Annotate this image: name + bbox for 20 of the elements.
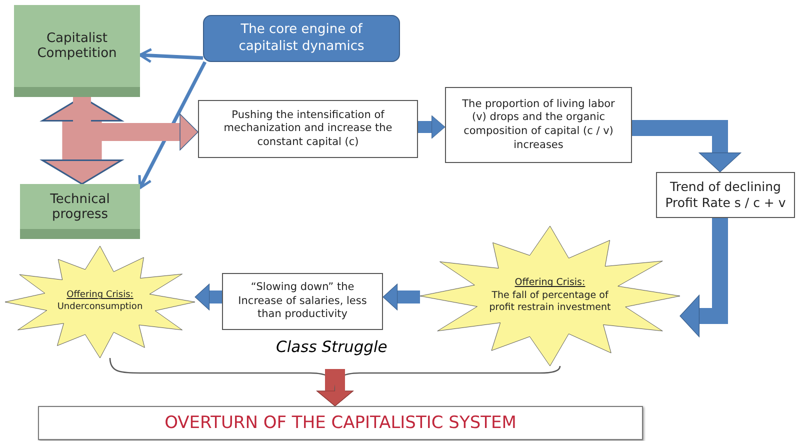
process-box: Trend of declining Profit Rate s / c + v — [656, 172, 795, 218]
arrow — [73, 97, 198, 150]
arrow — [680, 218, 728, 338]
section-label: Class Struggle — [276, 338, 388, 356]
arrow — [138, 48, 204, 64]
process-box: “Slowing down” the Increase of salaries, less than productivity — [222, 273, 383, 330]
process-box: Technical progress — [20, 184, 140, 239]
arrow — [316, 366, 561, 406]
callout-box: The core engine of capitalist dynamics — [203, 15, 400, 62]
arrow — [194, 284, 222, 310]
arrow — [418, 115, 446, 139]
arrow — [632, 120, 742, 172]
process-box: Pushing the intensification of mechanization and increase the constant capital (c) — [198, 100, 418, 158]
arrow — [138, 61, 207, 190]
crisis-starburst: Offering Crisis: The fall of percentage of profit restrain investment — [420, 226, 680, 366]
result-box: OVERTURN OF THE CAPITALISTIC SYSTEM — [38, 406, 643, 440]
process-box: Capitalist Competition — [14, 5, 140, 97]
process-box: The proportion of living labor (v) drops and the organic composition of capital (c / v) increases — [445, 87, 632, 163]
crisis-starburst: Offering Crisis: Underconsumption — [5, 246, 195, 358]
arrow — [382, 284, 420, 310]
